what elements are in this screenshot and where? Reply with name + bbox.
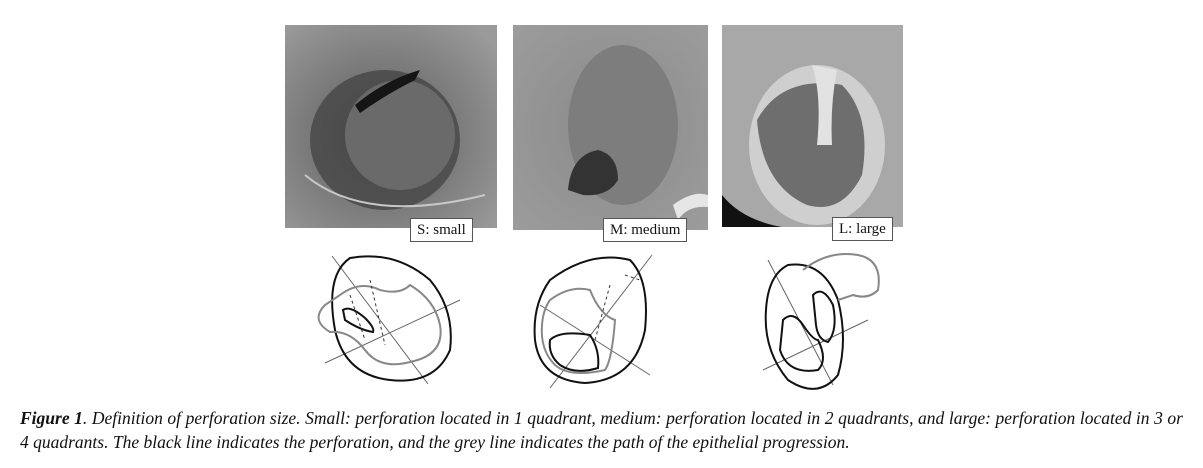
otoscopic-photo-medium <box>513 25 708 230</box>
otoscopic-photo-small <box>285 25 497 228</box>
schematic-small <box>317 255 461 385</box>
schematic-medium <box>533 254 653 389</box>
caption-text: . Definition of perforation size. Small:… <box>20 408 1183 452</box>
panel-label-large: L: large <box>832 217 893 241</box>
otoscopic-photo-large <box>722 25 903 227</box>
figure-number: Figure 1 <box>20 408 83 428</box>
schematic-large <box>762 253 880 390</box>
figure-caption: Figure 1. Definition of perforation size… <box>20 406 1183 454</box>
panel-label-medium: M: medium <box>603 218 688 242</box>
panel-label-small: S: small <box>410 218 473 242</box>
